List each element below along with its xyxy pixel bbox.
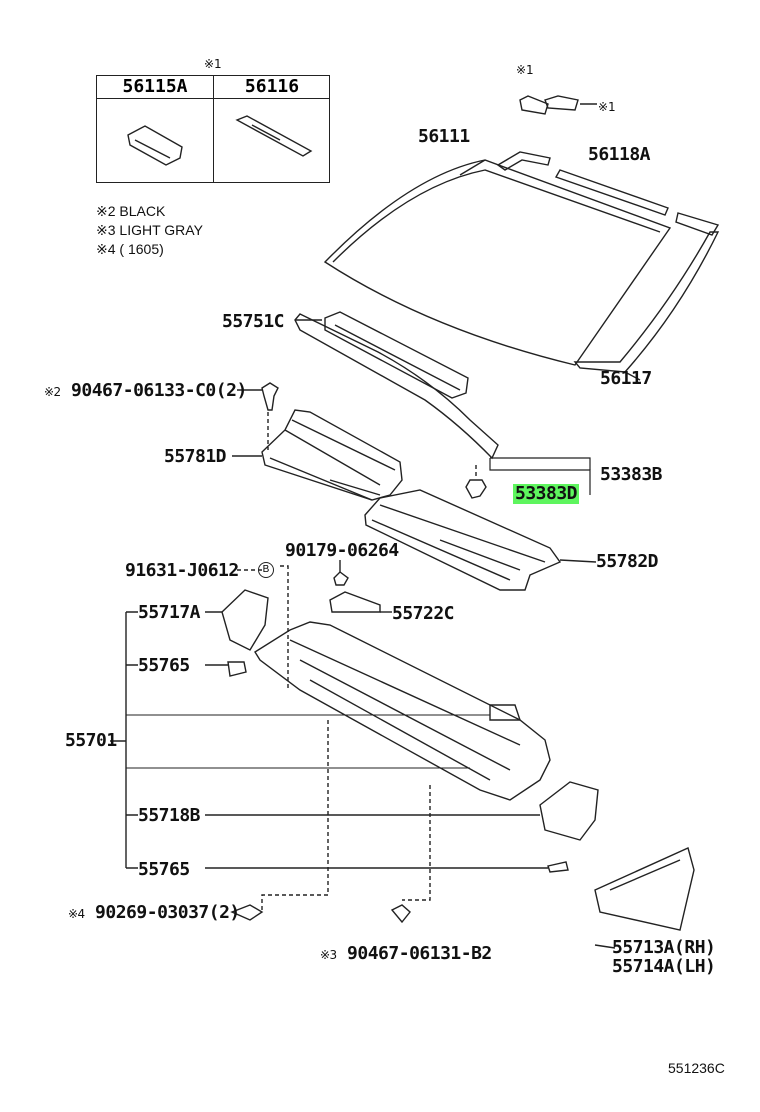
diagram-id: 551236C (668, 1060, 725, 1076)
label-90179-06264[interactable]: 90179-06264 (285, 540, 399, 561)
extension-drawing (594, 847, 695, 931)
label-56111[interactable]: 56111 (418, 126, 470, 147)
part-56116-drawing (235, 115, 313, 157)
label-90269-03037[interactable]: 90269-03037(2) (95, 902, 240, 923)
screw-drawing (230, 904, 264, 921)
label-55718b[interactable]: 55718B (138, 805, 201, 826)
label-55717a[interactable]: 55717A (138, 602, 201, 623)
dam-drawing (496, 95, 720, 381)
louver-rh-drawing (364, 489, 562, 591)
note-1605: ※4 ( 1605) (96, 241, 164, 257)
label-53383b[interactable]: 53383B (600, 464, 663, 485)
label-90467-06131-b2[interactable]: 90467-06131-B2 (347, 943, 492, 964)
clip-variant-table: 56115A 56116 (96, 75, 330, 183)
part-56115a-drawing (127, 125, 183, 166)
clip-3-mark: ※3 (320, 948, 337, 962)
label-55751c[interactable]: 55751C (222, 311, 285, 332)
label-53383d-highlighted[interactable]: 53383D (513, 483, 580, 504)
table-col-56115a: 56115A (122, 76, 188, 97)
label-90467-06133-c0[interactable]: 90467-06133-C0(2) (71, 380, 247, 401)
cowl-panel-drawing (254, 621, 551, 801)
label-55722c[interactable]: 55722C (392, 603, 455, 624)
label-55765-upper[interactable]: 55765 (138, 655, 190, 676)
clip-drawing (261, 382, 279, 411)
label-55782d[interactable]: 55782D (596, 551, 659, 572)
table-col-56116: 56116 (244, 76, 300, 97)
windshield-drawing (323, 159, 672, 366)
clip-2-mark: ※2 (44, 385, 61, 399)
label-55781d[interactable]: 55781D (164, 446, 227, 467)
clip-mark-b: ※1 (598, 100, 616, 114)
label-55714a-lh[interactable]: 55714A(LH) (612, 956, 716, 977)
label-55713a-rh[interactable]: 55713A(RH) (612, 937, 716, 958)
louver-lh-drawing (261, 409, 403, 501)
bolt-ref-circle: B (258, 562, 274, 578)
note-black: ※2 BLACK (96, 203, 166, 219)
note-light-gray: ※3 LIGHT GRAY (96, 222, 203, 238)
label-55701[interactable]: 55701 (65, 730, 117, 751)
clip-mark-a: ※1 (516, 63, 534, 77)
seal-clip-drawing (465, 479, 487, 499)
label-56118a[interactable]: 56118A (588, 144, 651, 165)
label-55765-lower[interactable]: 55765 (138, 859, 190, 880)
label-56117[interactable]: 56117 (600, 368, 652, 389)
screw-mark: ※4 (68, 907, 85, 921)
weatherstrip-drawing (294, 311, 499, 460)
bracket-drawing (221, 571, 599, 873)
clip-drawing (390, 904, 411, 924)
label-91631-j0612[interactable]: 91631-J0612 (125, 560, 239, 581)
table-header-mark: ※1 (204, 57, 222, 71)
